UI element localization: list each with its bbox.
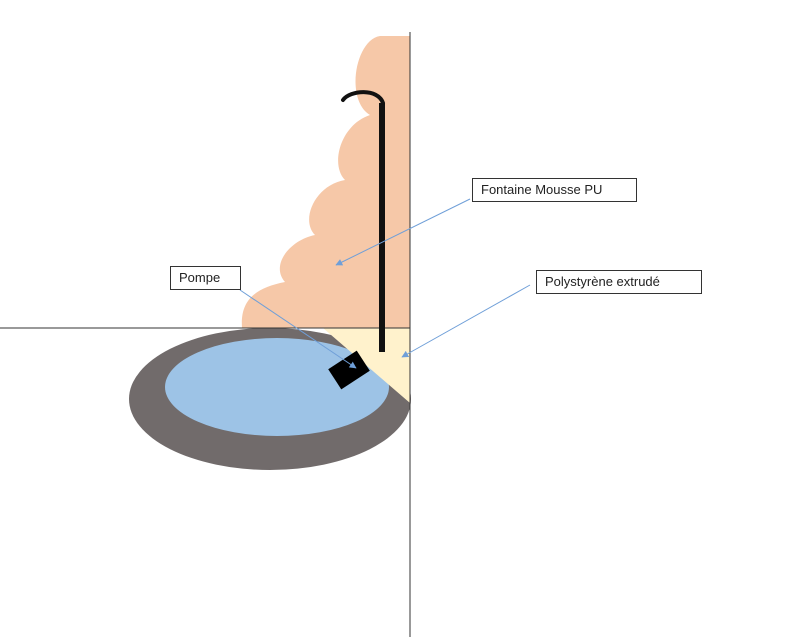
basin-water xyxy=(165,338,389,436)
leader-line-polystyrene xyxy=(401,284,531,358)
label-pump: Pompe xyxy=(170,266,241,290)
fountain-foam-shape xyxy=(241,36,410,328)
polystyrene-wedge xyxy=(323,328,410,403)
label-fountain: Fontaine Mousse PU xyxy=(472,178,637,202)
leader-line-pump xyxy=(239,289,357,369)
pump-block xyxy=(328,350,370,390)
label-polystyrene: Polystyrène extrudé xyxy=(536,270,702,294)
pipe-spout xyxy=(341,90,385,105)
leader-line-fountain xyxy=(335,198,471,266)
